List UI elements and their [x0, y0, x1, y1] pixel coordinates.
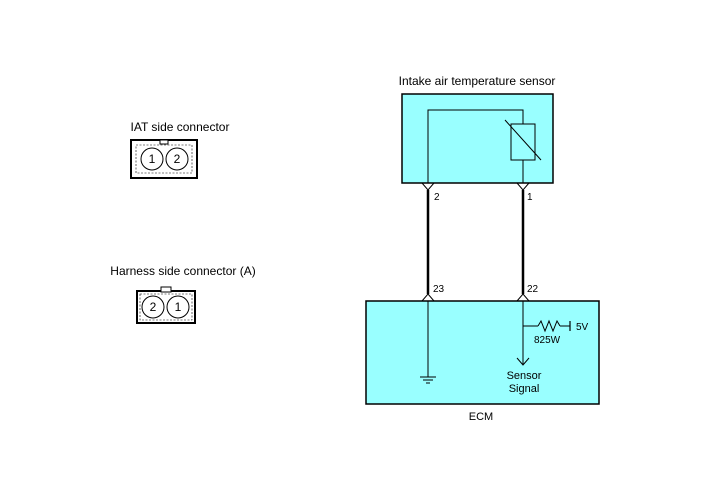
ecm-box: [365, 300, 600, 405]
sensor-signal-label-line1: Sensor: [507, 370, 542, 382]
harness-connector-pin-label: 2: [150, 300, 157, 314]
ecm-title: ECM: [469, 411, 493, 423]
sensor-pin-arrow: [516, 182, 530, 191]
iat-side-connector: IAT side connector 1 2: [130, 120, 230, 179]
resistor-value-label: 825W: [534, 335, 561, 346]
sensor-block: Intake air temperature sensor 2 1: [399, 74, 556, 203]
sensor-pin-left-label: 2: [434, 192, 440, 203]
harness-connector-pin-label: 1: [175, 300, 182, 314]
sensor-pin-arrow: [421, 182, 435, 191]
harness-connector-pin-cell: [166, 295, 190, 319]
thermistor-symbol: [510, 123, 536, 161]
thermistor-slash: [504, 119, 542, 161]
ecm-pin-arrow: [421, 293, 435, 302]
supply-voltage-label: 5V: [576, 322, 589, 333]
sensor-signal-label-line2: Signal: [509, 383, 540, 395]
harness-connector-pin-cell: [141, 295, 165, 319]
ecm-pin-left-label: 23: [433, 284, 445, 295]
iat-connector-pin-label: 1: [149, 152, 156, 166]
harness-side-connector: Harness side connector (A) 2 1: [110, 264, 256, 324]
signal-arrow-icon: [516, 357, 530, 366]
sensor-title: Intake air temperature sensor: [399, 74, 556, 88]
iat-connector-pin-cell: [165, 147, 189, 171]
iat-connector-key: [159, 139, 169, 145]
iat-connector-pin-label: 2: [174, 152, 181, 166]
harness-connector-key: [160, 286, 172, 293]
iat-connector-pin-cell: [140, 147, 164, 171]
resistor-icon: [537, 319, 561, 333]
iat-connector-title: IAT side connector: [131, 120, 230, 134]
ecm-block: 23 22 5V 825W Sensor Signal ECM: [365, 284, 600, 423]
sensor-pin-right-label: 1: [527, 192, 533, 203]
sensor-box: [401, 93, 554, 184]
ecm-pin-arrow: [516, 293, 530, 302]
ground-icon: [420, 376, 436, 384]
iat-connector-inner: [135, 144, 193, 174]
ecm-pin-right-label: 22: [527, 284, 539, 295]
sensor-internal-wire: [427, 109, 524, 183]
harness-connector-inner: [139, 293, 193, 321]
harness-connector-title: Harness side connector (A): [110, 264, 255, 278]
